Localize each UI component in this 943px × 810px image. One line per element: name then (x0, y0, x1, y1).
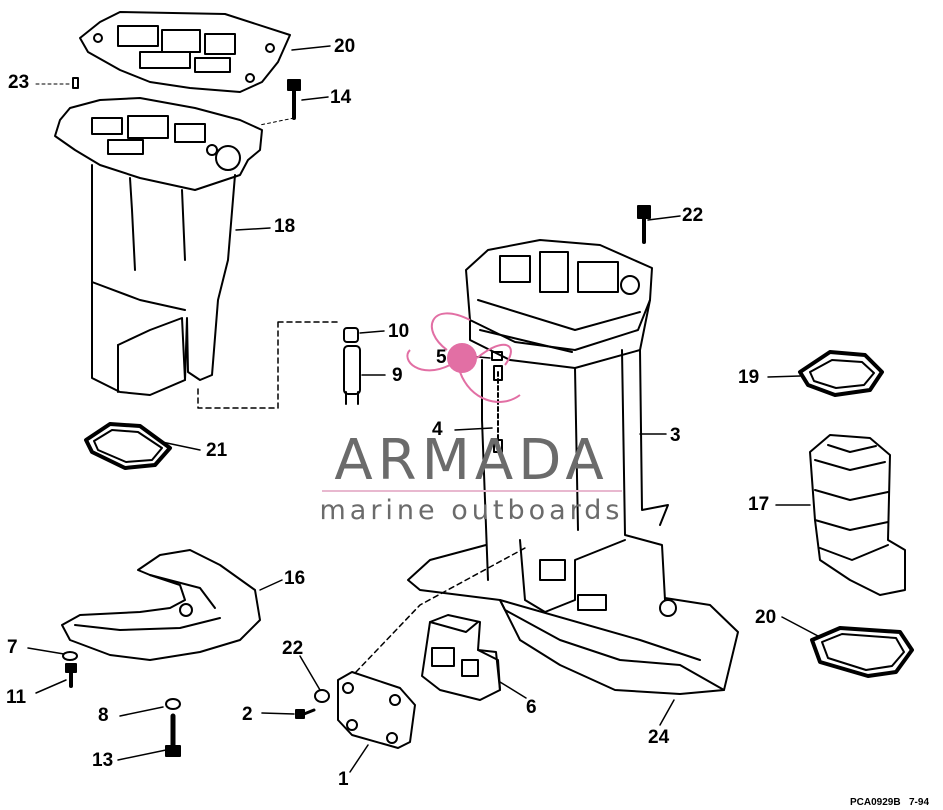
drive-shaft-housing-3-part (407, 239, 701, 661)
callout-2: 2 (242, 704, 253, 725)
callout-22: 22 (682, 205, 704, 226)
callout-19: 19 (738, 367, 760, 388)
callout-17: 17 (748, 494, 770, 515)
callout-11: 11 (6, 687, 27, 708)
leader-lines (27, 45, 819, 773)
seal-20-part (810, 626, 914, 678)
armada-logo-icon (406, 312, 521, 403)
seal-21-part (84, 422, 172, 470)
seal-19-part (798, 350, 884, 397)
callout-21: 21 (206, 440, 228, 461)
washer-8-part (165, 698, 181, 710)
callout-7: 7 (7, 637, 18, 658)
callout-13: 13 (92, 750, 114, 771)
dowel-10-part (343, 327, 359, 343)
screw-11-part (65, 663, 77, 688)
callout-1: 1 (338, 769, 349, 790)
bolt-13-part (165, 713, 181, 757)
block-6-part (421, 614, 501, 701)
nut-5-part (491, 351, 503, 381)
screw-15-part (259, 79, 301, 126)
callout-18: 18 (274, 216, 296, 237)
callout-8: 8 (98, 705, 109, 726)
plate-14-part (61, 549, 261, 661)
exhaust-tube-17-part (809, 434, 906, 596)
callout-24: 24 (648, 727, 670, 748)
callout-5: 5 (436, 347, 447, 368)
callout-15: 14 (330, 87, 352, 108)
callout-14: 16 (284, 568, 306, 589)
screw-22-part (637, 205, 651, 244)
callout-16: 20 (334, 36, 356, 57)
washer-23-part (314, 689, 330, 703)
plate-24-part (499, 597, 739, 695)
callout-4: 4 (432, 419, 443, 440)
screw-2-part (295, 708, 316, 719)
gasket-16-part (79, 11, 291, 93)
watermark-rule (322, 490, 622, 492)
callout-20: 20 (755, 607, 777, 628)
leader-dashes-9-10 (197, 321, 341, 409)
callout-25: 23 (8, 72, 30, 93)
watermark-brand-name: ARMADA (334, 428, 609, 493)
exhaust-housing-18-part (54, 97, 263, 396)
cover-1-part (337, 547, 526, 749)
date-code: 7-94 (909, 797, 930, 808)
drawing-code: PCA0929B (850, 797, 901, 808)
callout-23: 22 (282, 638, 304, 659)
pin-25-part (35, 77, 79, 89)
callout-6: 6 (526, 697, 537, 718)
callout-3: 3 (670, 425, 681, 446)
callout-9: 9 (392, 365, 403, 386)
tube-9-part (343, 345, 361, 405)
watermark-tagline: marine outboards (319, 495, 624, 526)
callout-10: 10 (388, 321, 410, 342)
stud-4-part (493, 371, 503, 453)
washer-7-part (62, 651, 78, 661)
